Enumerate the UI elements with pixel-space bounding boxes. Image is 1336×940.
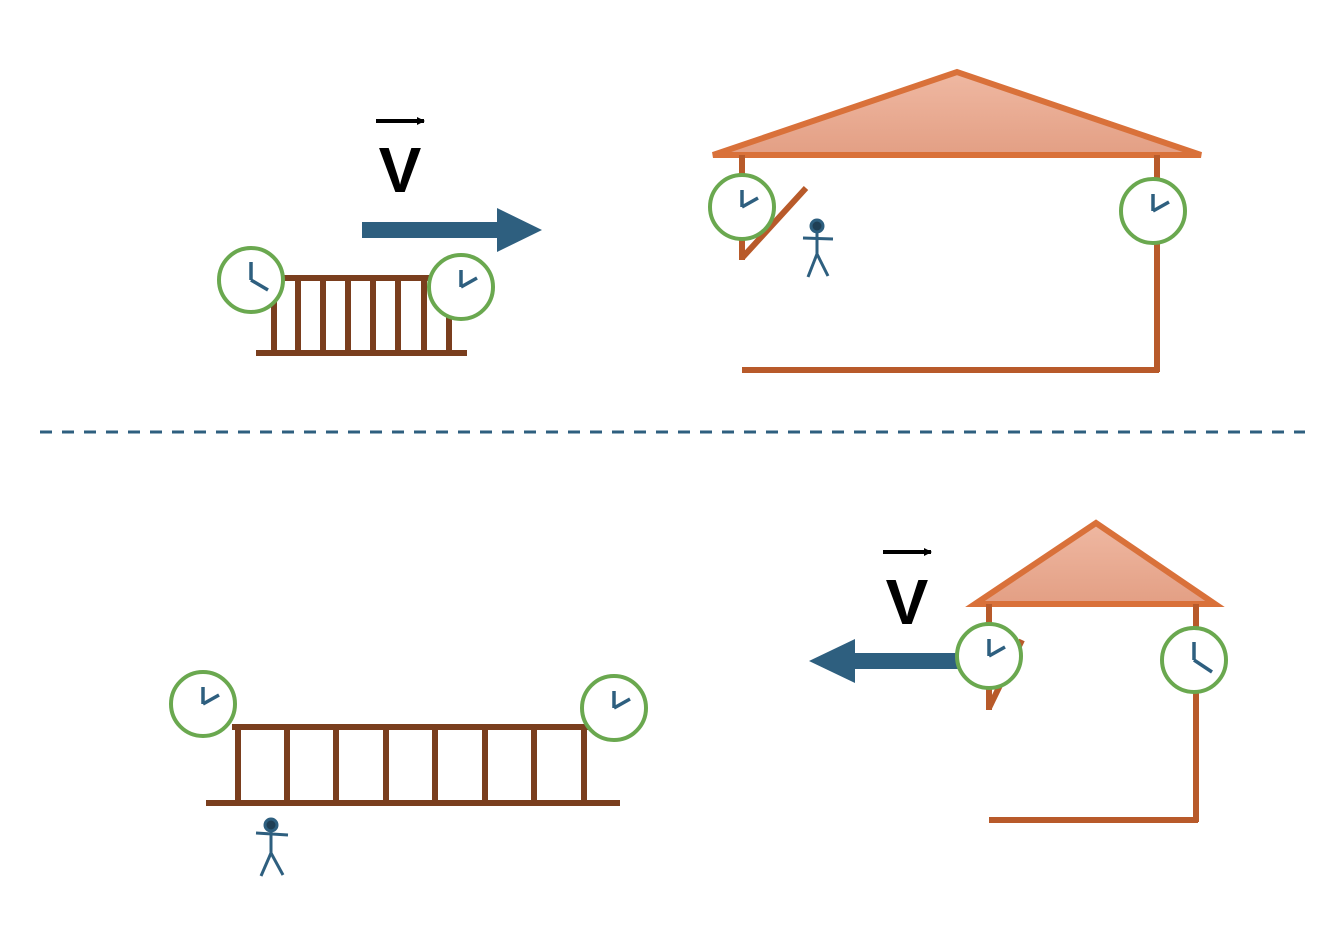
velocity-symbol: V xyxy=(886,566,929,638)
velocity-label-bottom: V xyxy=(883,548,932,638)
clock-icon xyxy=(708,173,776,241)
clock-icon xyxy=(580,674,648,742)
bottom-panel: V xyxy=(169,519,1228,877)
velocity-symbol: V xyxy=(379,134,422,206)
barn-roof xyxy=(965,519,1225,607)
observer-figure-icon xyxy=(255,817,289,877)
motion-arrow-left xyxy=(809,639,958,683)
velocity-label-top: V xyxy=(376,117,425,206)
clock-icon xyxy=(427,253,495,321)
barn-roof xyxy=(712,68,1202,158)
ladder-bottom xyxy=(206,724,620,806)
clock-icon xyxy=(169,670,237,738)
clock-icon xyxy=(217,246,285,314)
clock-icon xyxy=(1119,177,1187,245)
top-panel: V xyxy=(217,68,1202,373)
clock-icon xyxy=(955,622,1023,690)
motion-arrow-right xyxy=(362,208,542,252)
observer-figure-icon xyxy=(802,218,834,278)
clock-icon xyxy=(1160,626,1228,694)
